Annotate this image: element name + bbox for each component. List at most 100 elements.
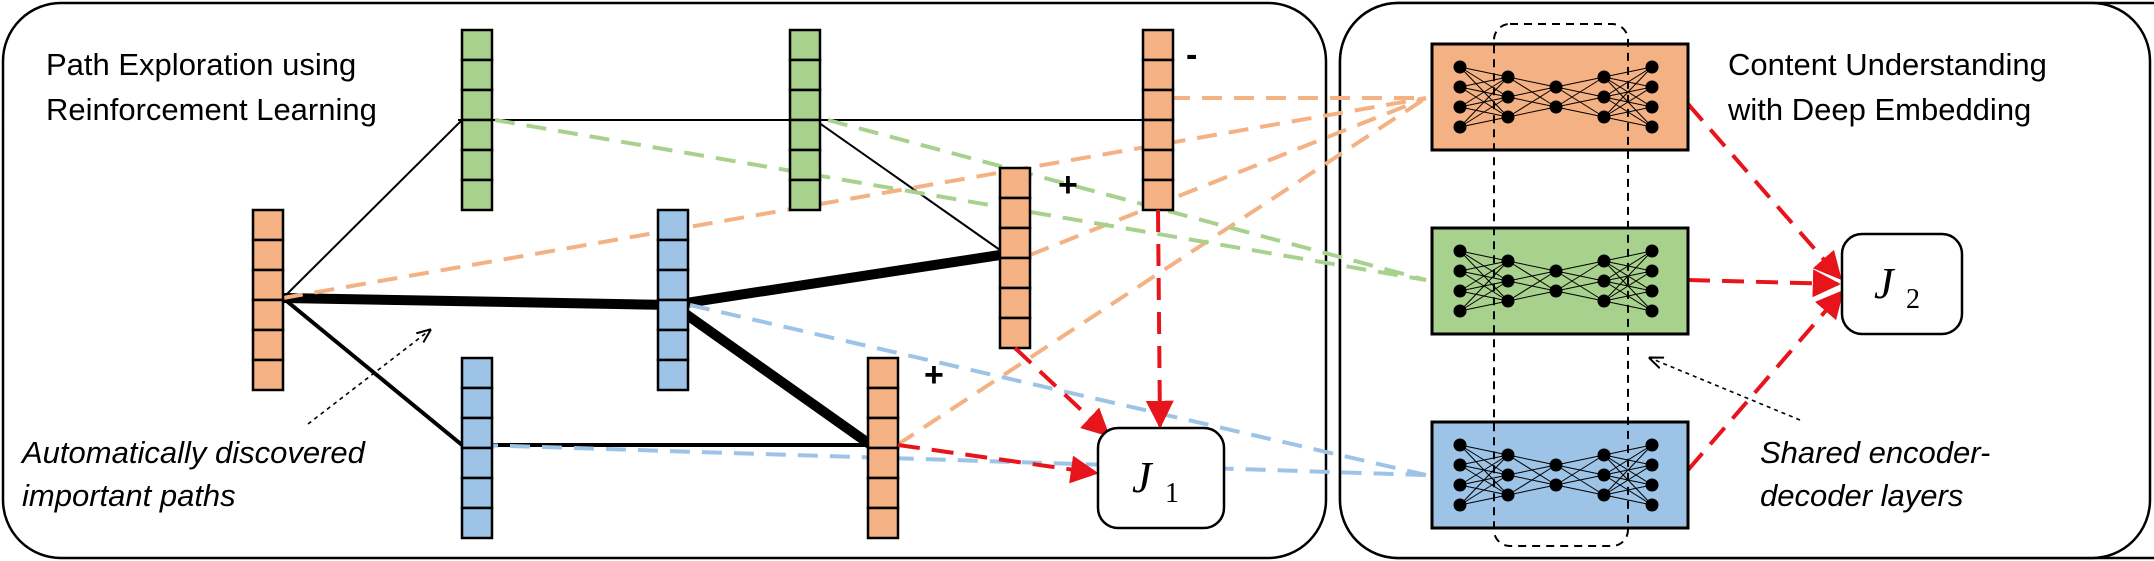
nn-connection <box>1507 76 1557 88</box>
encoder-decoder-green <box>1430 226 1690 336</box>
nn-node <box>1645 438 1659 452</box>
nn-node <box>1645 60 1659 74</box>
sign-plus-2: + <box>924 356 944 394</box>
nn-node <box>1453 100 1467 114</box>
nn-node <box>1501 468 1515 482</box>
right-title-line-1: Content Understanding <box>1728 47 2047 82</box>
nn-connection <box>1459 76 1509 108</box>
embedding-vector-orange-minus <box>1141 28 1175 212</box>
nn-node <box>1549 80 1563 94</box>
nn-node <box>1501 110 1515 124</box>
nn-node <box>1597 294 1611 308</box>
nn-connection <box>1603 494 1653 506</box>
embedding-vector-blue-1 <box>460 356 494 540</box>
objective-j1-subscript: 1 <box>1165 478 1179 509</box>
left-title-line-1: Path Exploration using <box>46 47 356 82</box>
nn-connection <box>1459 444 1509 456</box>
neural-net-icon-blue <box>1453 438 1659 512</box>
nn-connection <box>1507 86 1557 118</box>
important-paths <box>278 250 1005 448</box>
nn-connection <box>1459 96 1509 128</box>
nn-connection <box>1459 116 1509 128</box>
nn-connection <box>1507 86 1557 98</box>
objective-j1-box <box>1096 426 1226 530</box>
nn-connection <box>1603 270 1653 302</box>
objective-j2-subscript: 2 <box>1906 284 1920 315</box>
nn-node <box>1597 468 1611 482</box>
embedding-vector-blue-2 <box>656 208 690 392</box>
nn-connection <box>1603 250 1653 302</box>
embedding-vector-orange-left <box>251 208 285 392</box>
nn-node <box>1597 70 1611 84</box>
annotation-shared-line-1: Shared encoder- <box>1760 435 1990 470</box>
sign-plus-1: + <box>1058 166 1078 204</box>
nn-node <box>1645 100 1659 114</box>
encoder-decoder-blue <box>1430 420 1690 530</box>
encoder-decoder-orange <box>1430 42 1690 152</box>
right-title-line-2: with Deep Embedding <box>1727 92 2031 127</box>
nn-connection <box>1555 106 1605 118</box>
nn-connection <box>1459 494 1509 506</box>
nn-connection <box>1507 106 1557 118</box>
nn-node <box>1453 80 1467 94</box>
nn-node <box>1645 458 1659 472</box>
objective-j2-symbol: J <box>1874 259 1896 308</box>
neural-net-icon-orange <box>1453 60 1659 134</box>
nn-node <box>1597 488 1611 502</box>
nn-node <box>1501 274 1515 288</box>
nn-node <box>1453 458 1467 472</box>
nn-node <box>1549 478 1563 492</box>
nn-node <box>1645 264 1659 278</box>
nn-connection <box>1459 260 1509 272</box>
nn-connection <box>1603 116 1653 128</box>
nn-node <box>1549 458 1563 472</box>
nn-connection <box>1555 260 1605 272</box>
nn-connection <box>1555 290 1605 302</box>
nn-node <box>1549 264 1563 278</box>
nn-node <box>1501 294 1515 308</box>
nn-node <box>1597 254 1611 268</box>
nn-connection <box>1459 454 1509 486</box>
nn-connection <box>1507 454 1557 466</box>
nn-connection <box>1555 454 1605 486</box>
nn-node <box>1453 284 1467 298</box>
nn-connection <box>1459 474 1509 506</box>
nn-node <box>1549 284 1563 298</box>
nn-node <box>1501 254 1515 268</box>
nn-node <box>1453 478 1467 492</box>
nn-node <box>1645 478 1659 492</box>
nn-connection <box>1459 250 1509 262</box>
nn-connection <box>1507 464 1557 476</box>
annotation-arrow-shared <box>1650 358 1801 421</box>
nn-connection <box>1555 96 1605 108</box>
nn-node <box>1597 110 1611 124</box>
nn-connection <box>1507 260 1557 272</box>
sign-minus: - <box>1186 36 1197 74</box>
nn-connection <box>1555 260 1605 292</box>
nn-connection <box>1459 260 1509 312</box>
annotation-arrow-paths <box>307 330 430 425</box>
nn-connection <box>1459 300 1509 312</box>
green-embedding-links <box>494 118 1427 282</box>
nn-connection <box>1555 474 1605 486</box>
nn-node <box>1645 120 1659 134</box>
nn-connection <box>1459 76 1509 88</box>
nn-node <box>1597 90 1611 104</box>
embedding-vector-orange-plus-2 <box>866 356 900 540</box>
shared-layers-outline <box>1493 23 1629 547</box>
nn-connection <box>1507 464 1557 496</box>
nn-node <box>1645 80 1659 94</box>
nn-node <box>1597 274 1611 288</box>
nn-connection <box>1555 76 1605 108</box>
annotation-paths-line-2: important paths <box>22 478 236 513</box>
objective-j1-symbol: J <box>1132 453 1154 502</box>
nn-connection <box>1507 270 1557 302</box>
nn-connection <box>1555 280 1605 292</box>
nn-node <box>1453 60 1467 74</box>
nn-node <box>1501 70 1515 84</box>
nn-node <box>1597 448 1611 462</box>
embedding-vector-green-1 <box>460 28 494 212</box>
nn-node <box>1549 100 1563 114</box>
nn-connection <box>1507 484 1557 496</box>
nn-node <box>1645 244 1659 258</box>
